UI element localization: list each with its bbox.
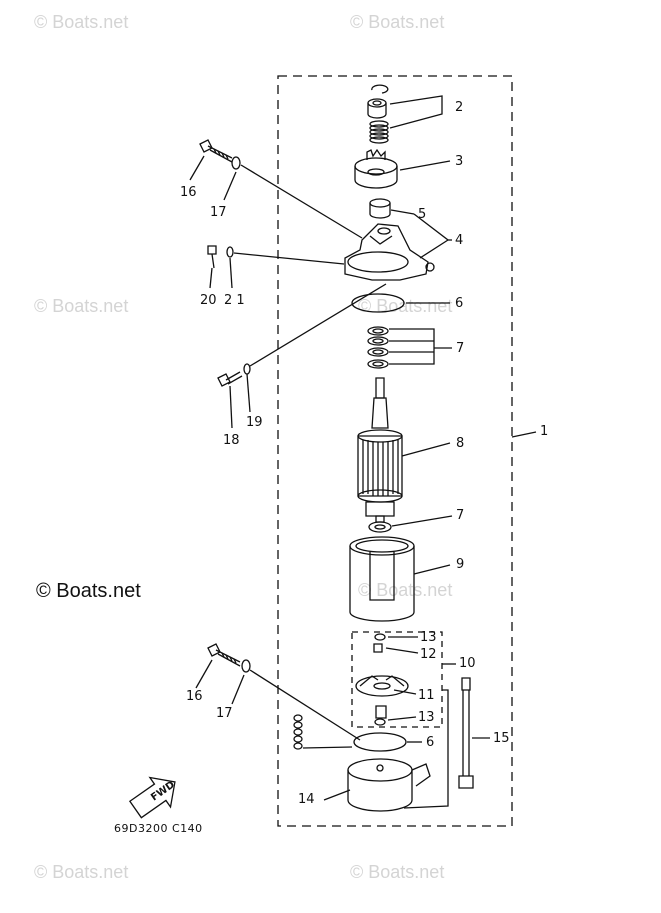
callout-5: 5 [418, 207, 427, 222]
callout-3: 3 [455, 154, 464, 169]
part-bushing [369, 198, 391, 219]
callout-13-upper: 13 [420, 630, 437, 645]
callout-18: 18 [223, 433, 240, 448]
part-front-bracket [344, 223, 435, 281]
callout-7-upper: 7 [456, 341, 465, 356]
callout-13-lower: 13 [418, 710, 435, 725]
callout-9: 9 [456, 557, 465, 572]
part-brush-spring-upper [374, 633, 386, 641]
callout-17-lower: 17 [216, 706, 233, 721]
part-armature [357, 377, 403, 523]
part-yoke [349, 536, 415, 622]
diagram-code: 69D3200 C140 [114, 822, 203, 835]
callout-7-lower: 7 [456, 508, 465, 523]
callout-21: 2 1 [224, 293, 245, 308]
part-screw-washer [226, 246, 234, 258]
callout-6-lower: 6 [426, 735, 435, 750]
part-brush-upper [373, 643, 383, 653]
callout-20: 20 [200, 293, 217, 308]
watermark-main: © Boats.net [36, 580, 141, 602]
callout-12: 12 [420, 647, 437, 662]
callout-6-upper: 6 [455, 296, 464, 311]
callout-4: 4 [455, 233, 464, 248]
part-screw [207, 245, 217, 269]
part-pinion-drive [354, 148, 398, 189]
part-washer-bolt-lower [241, 659, 251, 673]
watermark: © Boats.net [350, 12, 445, 32]
watermark: © Boats.net [358, 296, 453, 316]
part-washer-lower [368, 521, 392, 533]
callout-8: 8 [456, 436, 465, 451]
part-brush-holder-boundary [351, 631, 443, 728]
part-through-bolt [458, 677, 474, 789]
part-brush-holder [355, 675, 409, 697]
assembly-boundary [277, 75, 513, 827]
watermark: © Boats.net [34, 12, 129, 32]
callout-1: 1 [540, 424, 549, 439]
part-spring [369, 120, 389, 144]
part-thrust-washers [367, 326, 389, 369]
watermark: © Boats.net [34, 862, 129, 882]
callout-2: 2 [455, 100, 464, 115]
part-small-washers [293, 714, 303, 750]
part-collar [367, 98, 387, 119]
callout-11: 11 [418, 688, 435, 703]
fwd-arrow [128, 776, 176, 819]
callout-15: 15 [493, 731, 510, 746]
watermark: © Boats.net [34, 296, 129, 316]
callout-16-lower: 16 [186, 689, 203, 704]
part-brush-spring-lower [374, 718, 386, 726]
part-o-ring-lower [353, 732, 407, 752]
watermark: © Boats.net [350, 862, 445, 882]
part-brush-lower [375, 705, 387, 719]
part-washer-upper [231, 156, 241, 170]
callout-14: 14 [298, 792, 315, 807]
callout-16-upper: 16 [180, 185, 197, 200]
watermark: © Boats.net [358, 580, 453, 600]
callout-17-upper: 17 [210, 205, 227, 220]
part-washer-mid [243, 363, 251, 375]
part-bolt-mid [217, 371, 243, 387]
part-rear-cover [347, 758, 431, 812]
part-bolt-upper [199, 139, 233, 163]
part-stop-ring [371, 84, 389, 94]
callout-10: 10 [459, 656, 476, 671]
part-o-ring-upper [351, 293, 405, 313]
part-bolt-lower [207, 643, 241, 667]
callout-19: 19 [246, 415, 263, 430]
